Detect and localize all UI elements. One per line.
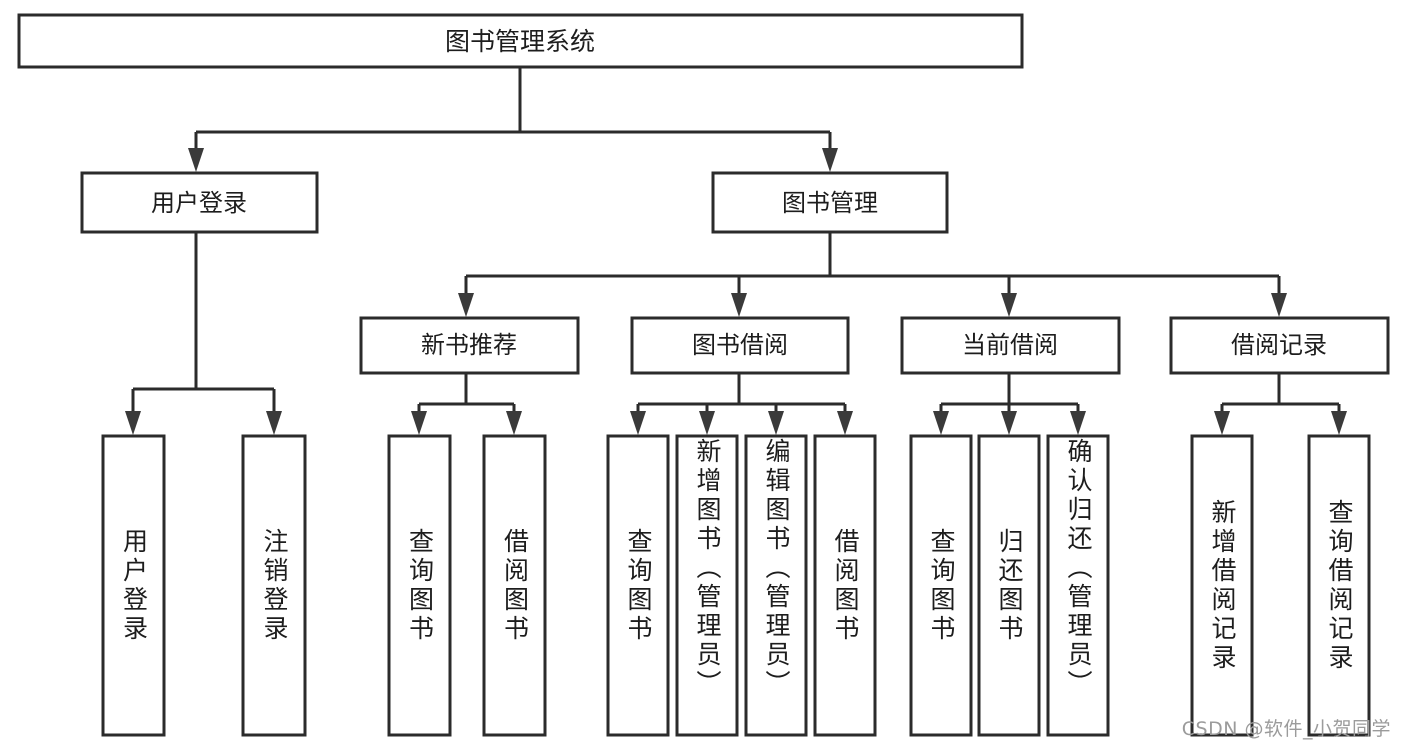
node-user-login-box[interactable] [80, 171, 319, 234]
arrow-leaf-add-record [1214, 411, 1230, 435]
node-current-borrow-label: 当前借阅 [962, 331, 1058, 359]
node-book-borrow-box[interactable] [630, 316, 850, 375]
node-new-book-recommend[interactable]: 新书推荐 [359, 316, 580, 375]
node-current-borrow[interactable]: 当前借阅 [900, 316, 1121, 375]
node-leaf-query-book-1-box[interactable] [387, 434, 452, 737]
node-leaf-confirm-return-box[interactable] [1046, 434, 1110, 737]
arrow-leaf-query-book-1 [411, 411, 427, 435]
node-leaf-user-login-box[interactable] [101, 434, 166, 737]
node-borrow-record[interactable]: 借阅记录 [1169, 316, 1390, 375]
node-borrow-record-box[interactable] [1169, 316, 1390, 375]
arrow-leaf-user-login [125, 411, 141, 435]
arrow-leaf-add-book [699, 411, 715, 435]
arrow-new-book-recommend [458, 293, 474, 317]
arrow-leaf-confirm-return [1070, 411, 1086, 435]
node-borrow-record-label: 借阅记录 [1231, 331, 1327, 359]
arrow-leaf-query-book-2 [630, 411, 646, 435]
node-book-borrow[interactable]: 图书借阅 [630, 316, 850, 375]
arrow-leaf-borrow-book-2 [837, 411, 853, 435]
arrow-leaf-edit-book [768, 411, 784, 435]
arrow-leaf-return-book [1001, 411, 1017, 435]
edges-root-to-level2 [188, 67, 838, 172]
node-new-book-recommend-label: 新书推荐 [421, 331, 517, 359]
node-leaf-return-book-box[interactable] [977, 434, 1041, 737]
node-user-login-label: 用户登录 [151, 189, 247, 217]
node-leaf-logout-login-box[interactable] [241, 434, 307, 737]
arrow-leaf-logout-login [266, 411, 282, 435]
node-book-borrow-label: 图书借阅 [692, 331, 788, 359]
arrow-book-borrow [731, 293, 747, 317]
node-new-book-recommend-box[interactable] [359, 316, 580, 375]
node-book-management[interactable]: 图书管理 [711, 171, 949, 234]
node-leaf-add-book-box[interactable] [675, 434, 739, 737]
node-leaf-query-record-box[interactable] [1307, 434, 1371, 737]
node-root-label: 图书管理系统 [445, 27, 595, 56]
arrow-current-borrow [1001, 293, 1017, 317]
node-user-login[interactable]: 用户登录 [80, 171, 319, 234]
edges-book-borrow-to-leaves [630, 373, 853, 435]
arrow-user-login [188, 148, 204, 172]
arrow-borrow-record [1271, 293, 1287, 317]
node-current-borrow-box[interactable] [900, 316, 1121, 375]
node-book-management-label: 图书管理 [782, 189, 878, 217]
node-leaf-query-book-3-box[interactable] [909, 434, 973, 737]
csdn-watermark: CSDN @软件_小贺同学 [1181, 718, 1391, 740]
leaf-boxes [101, 434, 1371, 737]
arrow-leaf-query-book-3 [933, 411, 949, 435]
edges-user-login-to-leaves [125, 232, 282, 435]
edges-current-borrow-to-leaves [933, 373, 1086, 435]
arrow-book-management [822, 148, 838, 172]
arrow-leaf-borrow-book-1 [506, 411, 522, 435]
node-book-management-box[interactable] [711, 171, 949, 234]
node-leaf-add-record-box[interactable] [1190, 434, 1254, 737]
edges-borrow-record-to-leaves [1214, 373, 1347, 435]
node-root-box[interactable] [17, 13, 1024, 69]
node-leaf-edit-book-box[interactable] [744, 434, 808, 737]
edges-book-management-to-level3 [458, 232, 1287, 317]
node-leaf-borrow-book-2-box[interactable] [813, 434, 877, 737]
edges-new-book-to-leaves [411, 373, 522, 435]
arrow-leaf-query-record [1331, 411, 1347, 435]
node-leaf-borrow-book-1-box[interactable] [482, 434, 547, 737]
node-root[interactable]: 图书管理系统 [17, 13, 1024, 69]
node-leaf-query-book-2-box[interactable] [606, 434, 670, 737]
